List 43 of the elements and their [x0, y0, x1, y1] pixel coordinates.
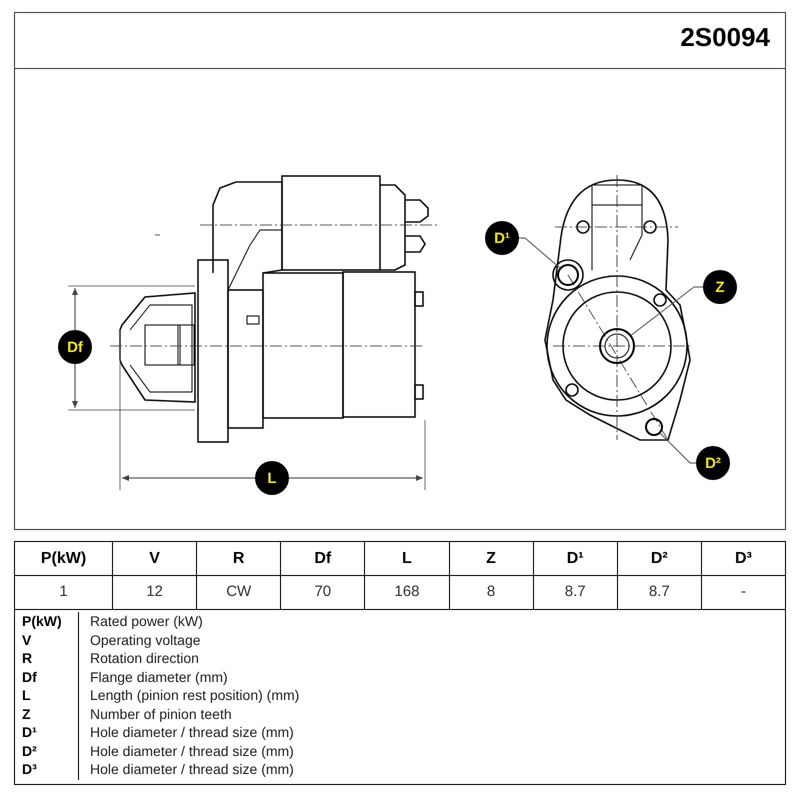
abbreviation-description: Hole diameter / thread size (mm): [90, 742, 295, 760]
part-number: 2S0094: [680, 24, 770, 50]
abbreviation-description: Hole diameter / thread size (mm): [90, 723, 295, 742]
table-cell: 168: [364, 576, 448, 609]
abbreviation-description: Number of pinion teeth: [90, 704, 233, 723]
table-cell: 8.7: [532, 576, 617, 609]
abbreviation: D¹: [22, 723, 38, 742]
abbreviation-description: Hole diameter / thread size (mm): [90, 760, 295, 778]
table-cell: 70: [280, 576, 364, 609]
abbreviation-description: Length (pinion rest position) (mm): [90, 686, 300, 704]
abbreviation: P(kW): [22, 612, 63, 630]
abbreviation-description: Operating voltage: [90, 630, 202, 649]
table-cell: 8.7: [616, 576, 701, 609]
table-header-cell-text: P(kW): [40, 548, 88, 568]
abbreviation: R: [22, 649, 34, 668]
table-header-cell: D³: [700, 542, 785, 575]
mounting-hole: [557, 264, 579, 286]
abbreviation-description: Flange diameter (mm): [90, 668, 229, 686]
table-header-cell: Z: [448, 542, 533, 575]
table-header-cell: D²: [616, 542, 701, 575]
table-cell: 8: [448, 576, 533, 609]
table-cell: -: [700, 576, 785, 609]
mounting-hole: [645, 418, 663, 436]
abbreviation-description: Rated power (kW): [90, 612, 204, 630]
table-header-cell: L: [364, 542, 448, 575]
leader-line: [660, 432, 696, 464]
mounting-hole: [599, 328, 635, 364]
abbreviation: V: [22, 630, 32, 649]
abbreviation: Z: [22, 704, 32, 723]
leader-line: [518, 238, 560, 268]
abbreviation: L: [22, 686, 32, 704]
table-cell: 12: [112, 576, 196, 609]
table-header-cell: Df: [280, 542, 364, 575]
abbreviation: D³: [22, 760, 38, 778]
table-cell: CW: [196, 576, 280, 609]
abbreviation-description: Rotation direction: [90, 649, 200, 668]
leader-line: [630, 286, 704, 336]
table-header-cell: V: [112, 542, 196, 575]
abbreviation: Df: [22, 668, 38, 686]
table-header-cell: R: [196, 542, 280, 575]
table-header-cell: D¹: [532, 542, 617, 575]
table-cell-text: 1: [58, 582, 69, 602]
abbreviation: D²: [22, 742, 38, 760]
